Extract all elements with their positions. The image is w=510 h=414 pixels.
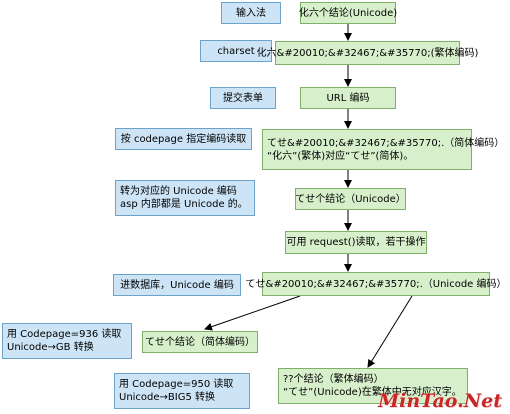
convert-unicode-line1: 转为对应的 Unicode 编码 [120, 186, 237, 197]
flow-step-1-label: 化六个结论(Unicode) [298, 7, 398, 19]
codepage-936-line1: 用 Codepage=936 读取 [7, 329, 122, 340]
arrow-step7-step9 [367, 295, 413, 368]
flow-step-5-label: てせ个结论（Unicode） [295, 193, 406, 205]
codepage-read-box: 按 codepage 指定编码读取 [115, 128, 252, 150]
flow-step-3-label: URL 编码 [326, 92, 370, 104]
submit-form-label: 提交表单 [223, 92, 263, 104]
flow-step-2: 化六&#20010;&#32467;&#35770;(繁体编码) [257, 41, 478, 65]
flow-step-8-label: てせ个结论（简体编码） [145, 336, 255, 348]
flow-step-6: 可用 request()读取，若干操作 [285, 231, 427, 254]
flow-step-5: てせ个结论（Unicode） [295, 188, 406, 210]
flow-step-9-line2: “てせ”(Unicode)在繁体中无对应汉字。 [283, 387, 462, 398]
codepage-936-line2: Unicode→GB 转换 [7, 342, 94, 353]
charset-box: charset [200, 40, 272, 62]
charset-label: charset [217, 45, 255, 57]
flow-step-3: URL 编码 [300, 87, 396, 109]
codepage-950-line2: Unicode→BIG5 转换 [119, 392, 216, 403]
input-method-box: 输入法 [221, 2, 281, 24]
flow-step-8: てせ个结论（简体编码） [142, 331, 258, 353]
flow-step-9: ??个结论（繁体编码） “てせ”(Unicode)在繁体中无对应汉字。 [278, 368, 468, 404]
flow-step-4-line2: “化六”(繁体)对应“てせ”(简体)。 [267, 150, 414, 162]
codepage-950-line1: 用 Codepage=950 读取 [119, 379, 234, 390]
convert-unicode-box: 转为对应的 Unicode 编码 asp 内部都是 Unicode 的。 [115, 180, 255, 216]
flow-step-7-label: てせ&#20010;&#32467;&#35770;.（Unicode 编码） [245, 278, 507, 290]
convert-unicode-line2: asp 内部都是 Unicode 的。 [120, 199, 248, 210]
codepage-950-box: 用 Codepage=950 读取 Unicode→BIG5 转换 [114, 373, 250, 409]
flow-step-4-line1: てせ&#20010;&#32467;&#35770;.（简体编码） [267, 137, 505, 149]
site-watermark: MinTao.Net [378, 390, 502, 412]
database-label: 进数据库，Unicode 编码 [120, 279, 234, 291]
arrow-step7-step8 [204, 295, 301, 331]
codepage-read-label: 按 codepage 指定编码读取 [120, 133, 247, 145]
flow-step-2-label: 化六&#20010;&#32467;&#35770;(繁体编码) [256, 47, 479, 59]
flow-step-7: てせ&#20010;&#32467;&#35770;.（Unicode 编码） [246, 272, 507, 296]
database-box: 进数据库，Unicode 编码 [113, 274, 241, 296]
flow-step-9-line1: ??个结论（繁体编码） [283, 374, 384, 385]
submit-form-box: 提交表单 [210, 87, 276, 109]
flow-step-1: 化六个结论(Unicode) [298, 2, 398, 24]
flow-step-6-label: 可用 request()读取，若干操作 [286, 237, 426, 248]
flow-step-4: てせ&#20010;&#32467;&#35770;.（简体编码） “化六”(繁… [262, 129, 504, 170]
input-method-label: 输入法 [236, 7, 266, 19]
codepage-936-box: 用 Codepage=936 读取 Unicode→GB 转换 [2, 323, 132, 359]
